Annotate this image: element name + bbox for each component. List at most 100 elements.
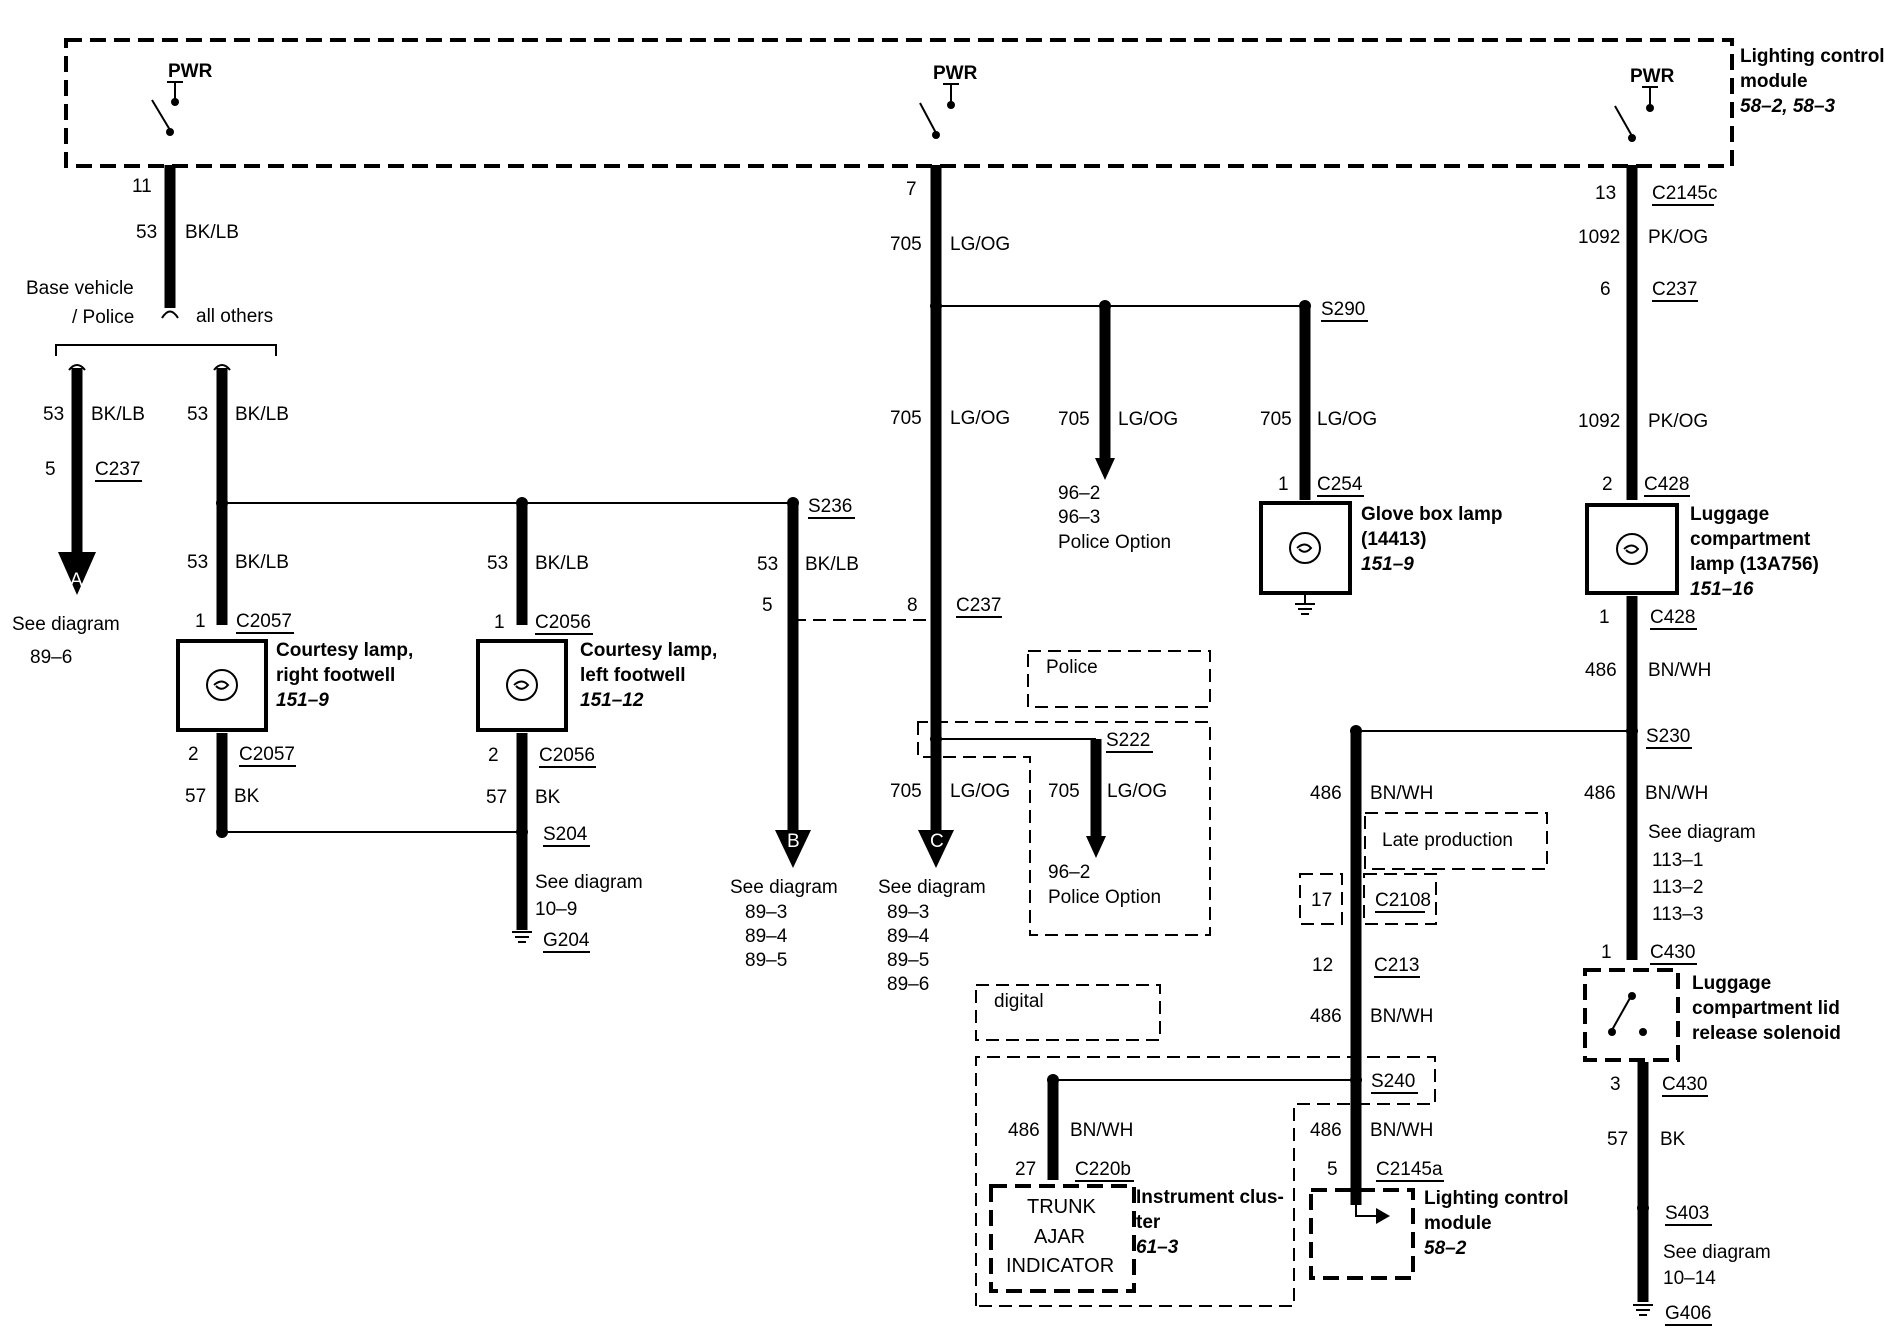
col1-color: BK/LB xyxy=(185,222,239,243)
arrow-b-label: B xyxy=(787,831,800,852)
col3-pin1: 1 xyxy=(1599,607,1610,628)
col2-low-circuit: 705 xyxy=(890,781,922,802)
s240: S240 xyxy=(1371,1071,1415,1092)
branch-left-1: Base vehicle xyxy=(26,278,134,299)
lcm-pin: 5 xyxy=(1327,1159,1338,1180)
digital-box xyxy=(975,984,1161,1041)
ic-ref: 61–3 xyxy=(1136,1237,1179,1258)
lamp-bulb-icon xyxy=(1289,532,1321,564)
tap-ref-1: 96–2 xyxy=(1058,483,1100,504)
module-title-2: module xyxy=(1740,71,1808,92)
r2-conn-in: C2056 xyxy=(535,612,591,633)
pin17-box xyxy=(1299,873,1343,925)
c2108: C2108 xyxy=(1375,890,1431,911)
s230-ref-1: 113–1 xyxy=(1652,850,1703,871)
col3-mid-color: PK/OG xyxy=(1648,411,1708,432)
left-see: See diagram xyxy=(12,614,120,635)
r1-gcolor: BK xyxy=(234,786,260,807)
s222: S222 xyxy=(1106,730,1150,751)
s230-color: BN/WH xyxy=(1645,783,1708,804)
col2-mid-color: LG/OG xyxy=(950,408,1010,429)
r1-conn-out: C2057 xyxy=(239,744,295,765)
ic-name-1: Instrument clus- xyxy=(1136,1187,1284,1208)
lug-name-1: Luggage xyxy=(1690,504,1769,525)
police-box xyxy=(1027,650,1211,708)
connector-arrow-b xyxy=(775,830,811,868)
s230: S230 xyxy=(1646,726,1690,747)
arrow-down-icon xyxy=(1095,458,1115,480)
col3-c428-out: C428 xyxy=(1650,607,1695,628)
lcm-name-1: Lighting control xyxy=(1424,1188,1569,1209)
r1-gcircuit: 57 xyxy=(185,786,206,807)
col3-out-circuit: 486 xyxy=(1585,660,1617,681)
glove-conn: C254 xyxy=(1317,474,1363,495)
lamp1-ref: 151–9 xyxy=(276,690,329,711)
pwr-label: PWR xyxy=(1630,66,1675,87)
lcm-ref: 58–2 xyxy=(1424,1238,1467,1259)
g204: G204 xyxy=(543,930,590,951)
c-ref-1: 89–3 xyxy=(887,902,929,923)
lcm-color: BN/WH xyxy=(1370,1120,1433,1141)
c-ref-4: 89–6 xyxy=(887,974,929,995)
col2-c237: C237 xyxy=(956,595,1001,616)
late-production-box xyxy=(1364,812,1548,870)
s236: S236 xyxy=(808,496,852,517)
pin17: 17 xyxy=(1311,890,1332,911)
col3-conn-top: C2145c xyxy=(1652,183,1718,204)
sol-name-2: compartment lid xyxy=(1692,998,1840,1019)
s290-circuit: 705 xyxy=(1260,409,1292,430)
s222-color: LG/OG xyxy=(1107,781,1167,802)
glove-pin: 1 xyxy=(1278,474,1289,495)
r2-color: BK/LB xyxy=(535,553,589,574)
tap-note: Police Option xyxy=(1058,532,1171,553)
lamp1-name-2: right footwell xyxy=(276,665,395,686)
left-pin: 5 xyxy=(45,459,56,480)
col1-pin-top: 11 xyxy=(132,176,152,197)
lamp-bulb-icon xyxy=(1616,533,1648,565)
r3-pin: 5 xyxy=(762,595,773,616)
solenoid-switch-icon xyxy=(1608,992,1647,1036)
lamp2-name-1: Courtesy lamp, xyxy=(580,640,717,661)
r1-conn-in: C2057 xyxy=(236,611,292,632)
r3-circuit: 53 xyxy=(757,554,778,575)
c430: C430 xyxy=(1650,942,1695,963)
s403-see: See diagram xyxy=(1663,1242,1771,1263)
col3-g-color: BK xyxy=(1660,1129,1686,1150)
glove-name-1: Glove box lamp xyxy=(1361,504,1502,525)
pwr-switch-1: PWR xyxy=(151,61,213,136)
col3-out-color: BN/WH xyxy=(1648,660,1711,681)
col3-pin6: 6 xyxy=(1600,279,1611,300)
tap-color: LG/OG xyxy=(1118,409,1178,430)
tap-circuit: 705 xyxy=(1058,409,1090,430)
c430b: C430 xyxy=(1662,1074,1707,1095)
r2-circuit: 53 xyxy=(487,553,508,574)
col2-pin8: 8 xyxy=(907,595,918,616)
c-ref-3: 89–5 xyxy=(887,950,929,971)
b-ref-3: 89–5 xyxy=(745,950,787,971)
lcm-conn: C2145a xyxy=(1376,1159,1443,1180)
solenoid-box xyxy=(1583,968,1680,1062)
lug-name-2: compartment xyxy=(1690,529,1811,550)
s204-see: See diagram xyxy=(535,872,643,893)
col2-pin-top: 7 xyxy=(906,179,917,200)
branch-left-2: / Police xyxy=(72,307,134,328)
arrow-a-label: A xyxy=(70,570,83,591)
c430b-pin: 3 xyxy=(1610,1074,1621,1095)
trunk-ajar-indicator-box xyxy=(989,1184,1136,1293)
col4-circuit: 486 xyxy=(1310,783,1342,804)
r2-gcolor: BK xyxy=(535,787,561,808)
ic-box-line-3: INDICATOR xyxy=(1006,1255,1114,1277)
lamp1-name-1: Courtesy lamp, xyxy=(276,640,413,661)
s230-ref-2: 113–2 xyxy=(1652,877,1703,898)
r1-pin-out: 2 xyxy=(188,744,199,765)
r2-pin-in: 1 xyxy=(494,612,505,633)
col3-pin-top: 13 xyxy=(1595,183,1616,204)
s222-ref: 96–2 xyxy=(1048,862,1090,883)
col2-mid-circuit: 705 xyxy=(890,408,922,429)
lug-name-3: lamp (13A756) xyxy=(1690,554,1819,575)
tap-ref-2: 96–3 xyxy=(1058,507,1100,528)
col3-c428-in: C428 xyxy=(1644,474,1689,495)
ic-name-2: ter xyxy=(1136,1212,1161,1233)
col4-pin12: 12 xyxy=(1312,955,1333,976)
